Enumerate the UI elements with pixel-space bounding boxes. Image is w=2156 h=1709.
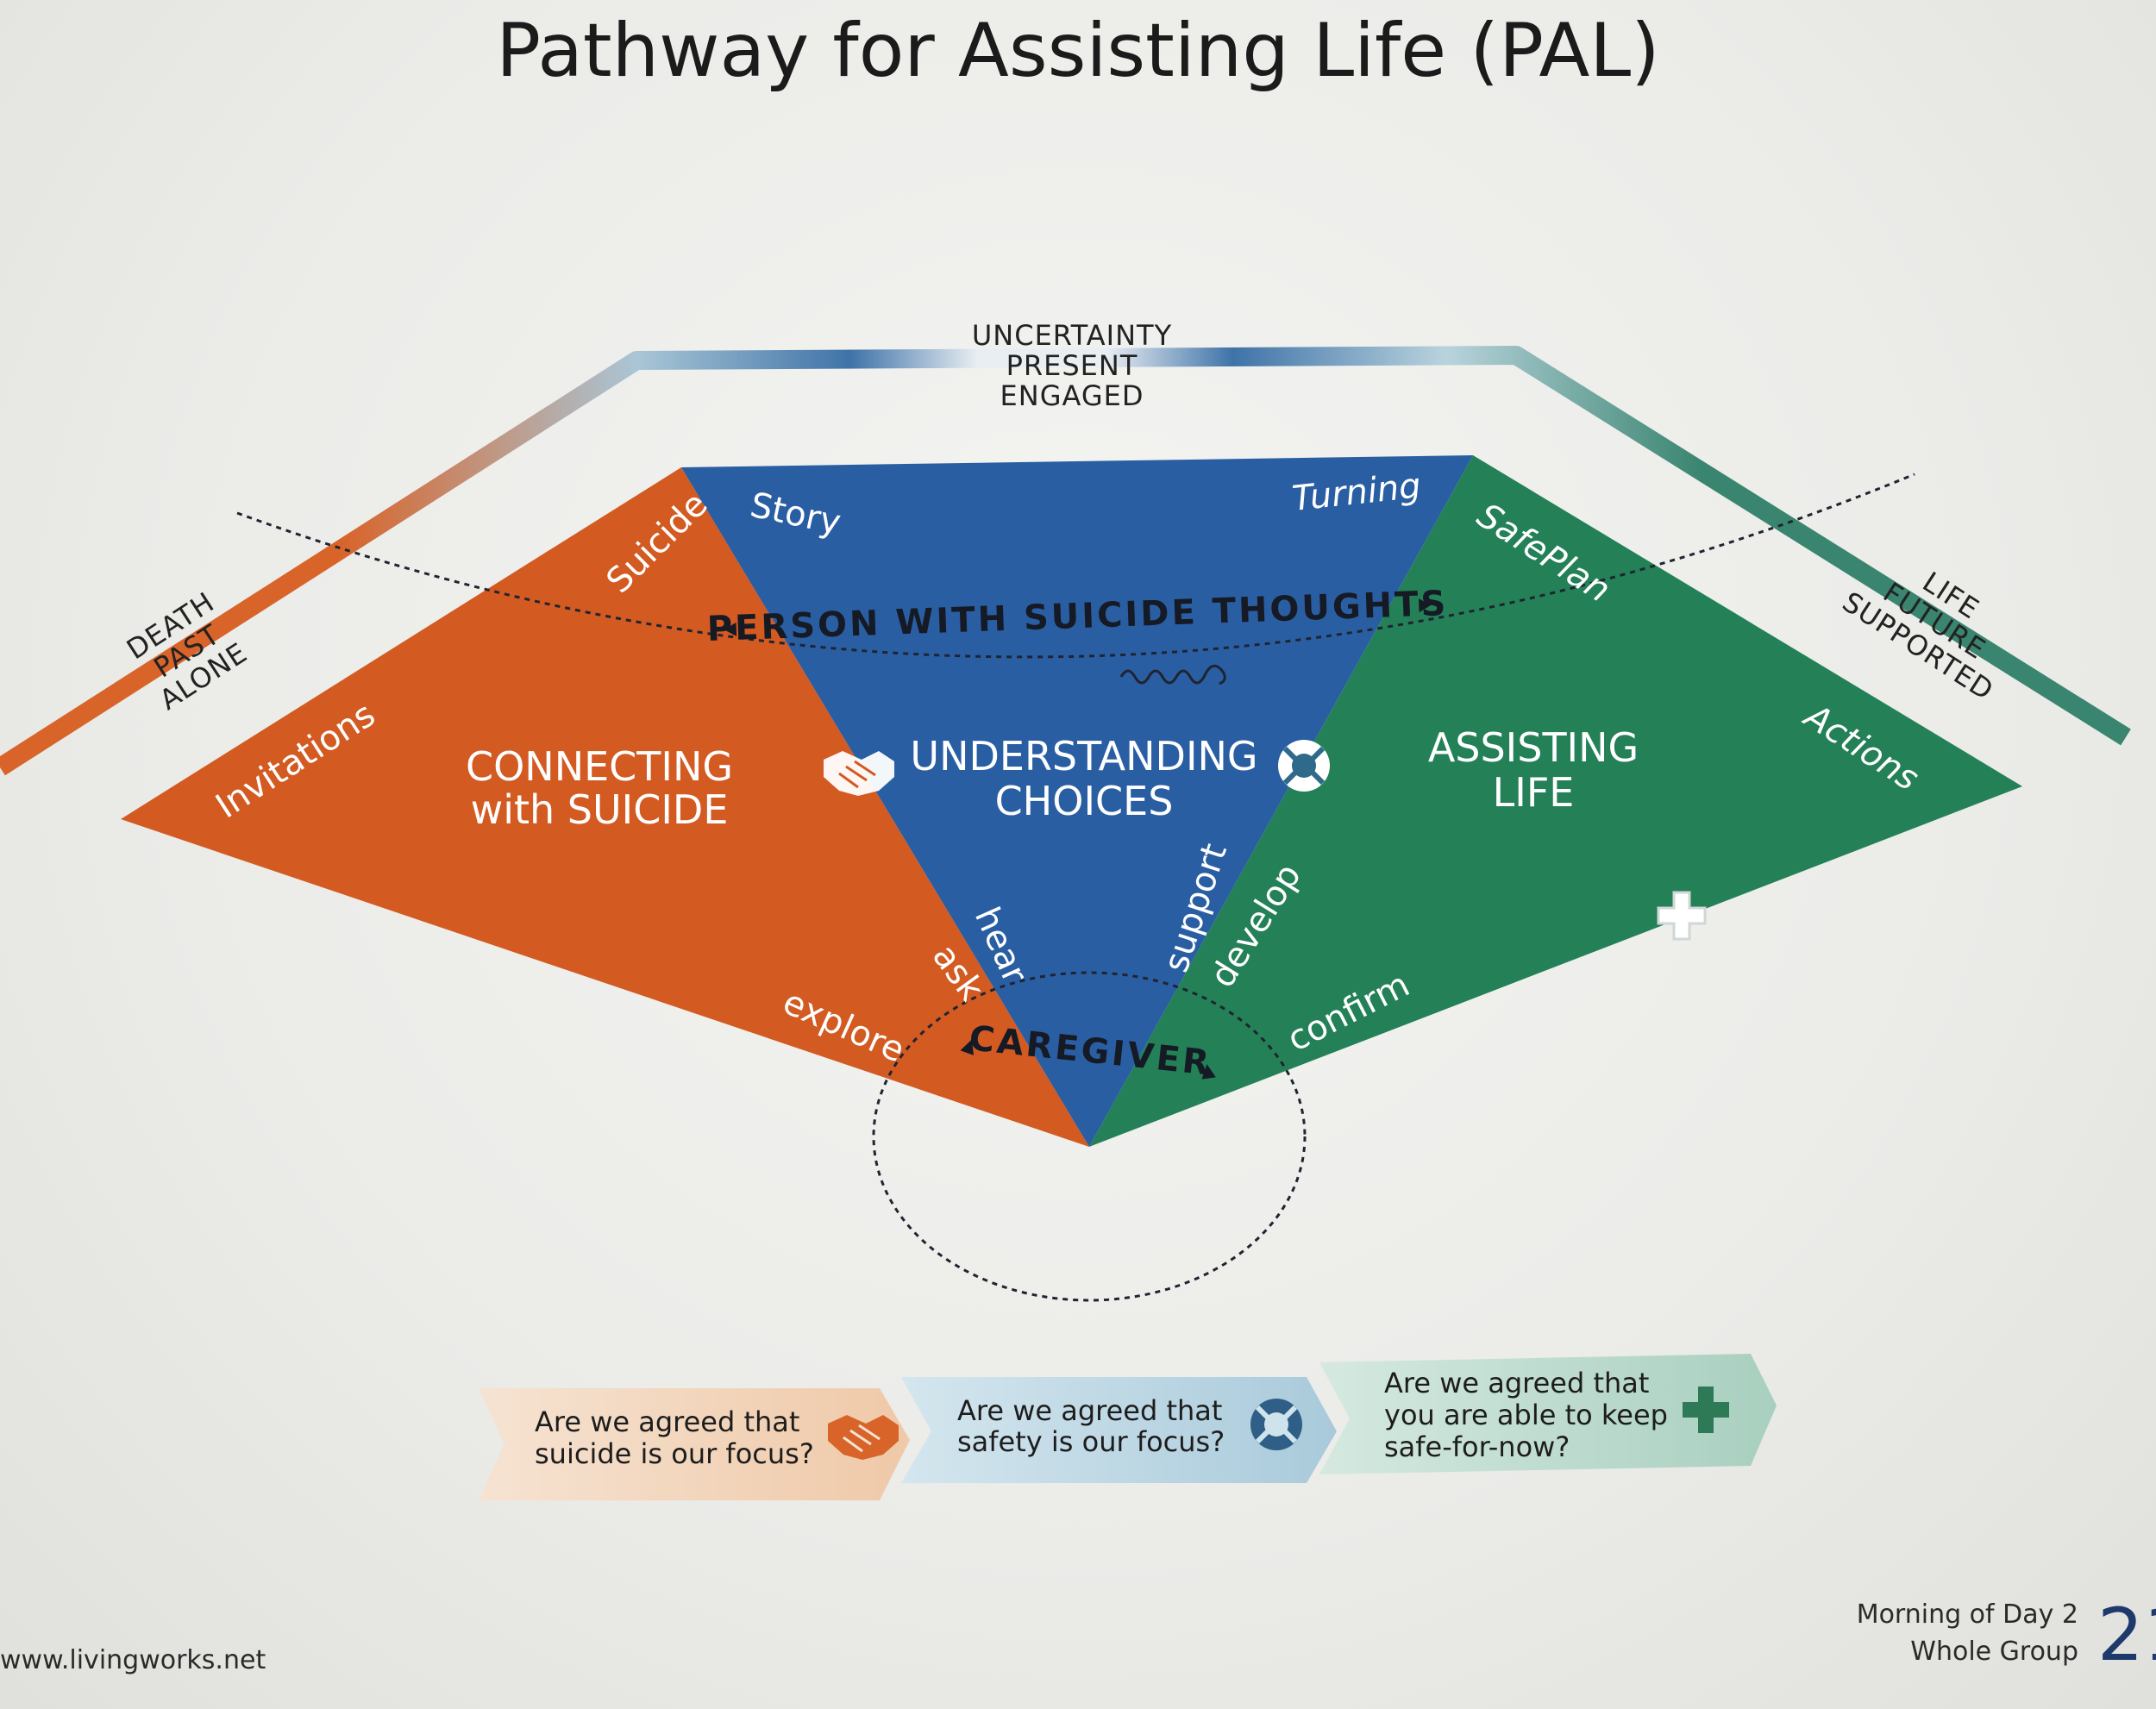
pathway-band bbox=[0, 346, 2131, 776]
svg-text:UNDERSTANDING: UNDERSTANDING bbox=[910, 733, 1257, 779]
svg-text:Are we agreed that: Are we agreed that bbox=[957, 1394, 1222, 1427]
svg-text:UNCERTAINTY: UNCERTAINTY bbox=[972, 319, 1172, 352]
svg-text:CONNECTING: CONNECTING bbox=[466, 743, 733, 790]
understanding-title: UNDERSTANDING CHOICES bbox=[910, 733, 1257, 824]
svg-text:you are able to keep: you are able to keep bbox=[1384, 1399, 1668, 1431]
svg-text:safe-for-now?: safe-for-now? bbox=[1384, 1430, 1570, 1463]
lifebuoy-icon bbox=[1278, 740, 1330, 792]
question-chevron-1: Are we agreed that suicide is our focus? bbox=[479, 1388, 910, 1500]
svg-text:ENGAGED: ENGAGED bbox=[1000, 379, 1144, 412]
lifebuoy-icon bbox=[1250, 1399, 1302, 1450]
svg-text:PRESENT: PRESENT bbox=[1006, 349, 1138, 382]
connecting-title: CONNECTING with SUICIDE bbox=[466, 743, 733, 833]
svg-text:Are we agreed that: Are we agreed that bbox=[1384, 1367, 1649, 1399]
connecting-section bbox=[121, 467, 1089, 1147]
understanding-section bbox=[681, 455, 1473, 1147]
band-right-label: LIFE FUTURE SUPPORTED bbox=[1837, 566, 2000, 707]
assisting-section bbox=[1089, 455, 2022, 1147]
band-left-label: DEATH PAST ALONE bbox=[121, 585, 254, 717]
svg-text:CHOICES: CHOICES bbox=[995, 778, 1174, 824]
squiggle-line bbox=[1119, 664, 1226, 685]
svg-text:Are we agreed that: Are we agreed that bbox=[535, 1405, 799, 1438]
svg-text:safety is our focus?: safety is our focus? bbox=[957, 1425, 1225, 1458]
session-line-2: Whole Group bbox=[1910, 1637, 2078, 1667]
handshake-icon bbox=[828, 1415, 899, 1460]
caregiver-dotted-circle bbox=[872, 971, 1307, 1302]
session-line-1: Morning of Day 2 bbox=[1857, 1599, 2078, 1630]
page-title: Pathway for Assisting Life (PAL) bbox=[496, 8, 1660, 94]
handshake-icon bbox=[824, 751, 894, 796]
question-chevron-2: Are we agreed that safety is our focus? bbox=[901, 1377, 1337, 1483]
svg-text:LIFE: LIFE bbox=[1493, 769, 1575, 816]
question-chevron-3: Are we agreed that you are able to keep … bbox=[1319, 1354, 1777, 1474]
band-center-label: UNCERTAINTY PRESENT ENGAGED bbox=[972, 319, 1172, 412]
website-link[interactable]: www.livingworks.net bbox=[0, 1645, 266, 1675]
svg-text:suicide is our focus?: suicide is our focus? bbox=[535, 1437, 814, 1470]
assisting-title: ASSISTING LIFE bbox=[1428, 724, 1639, 816]
page-number: 21 bbox=[2097, 1593, 2156, 1677]
svg-text:with SUICIDE: with SUICIDE bbox=[471, 786, 729, 833]
plus-icon bbox=[1657, 891, 1707, 941]
svg-text:ASSISTING: ASSISTING bbox=[1428, 724, 1639, 771]
plus-icon bbox=[1683, 1387, 1729, 1433]
